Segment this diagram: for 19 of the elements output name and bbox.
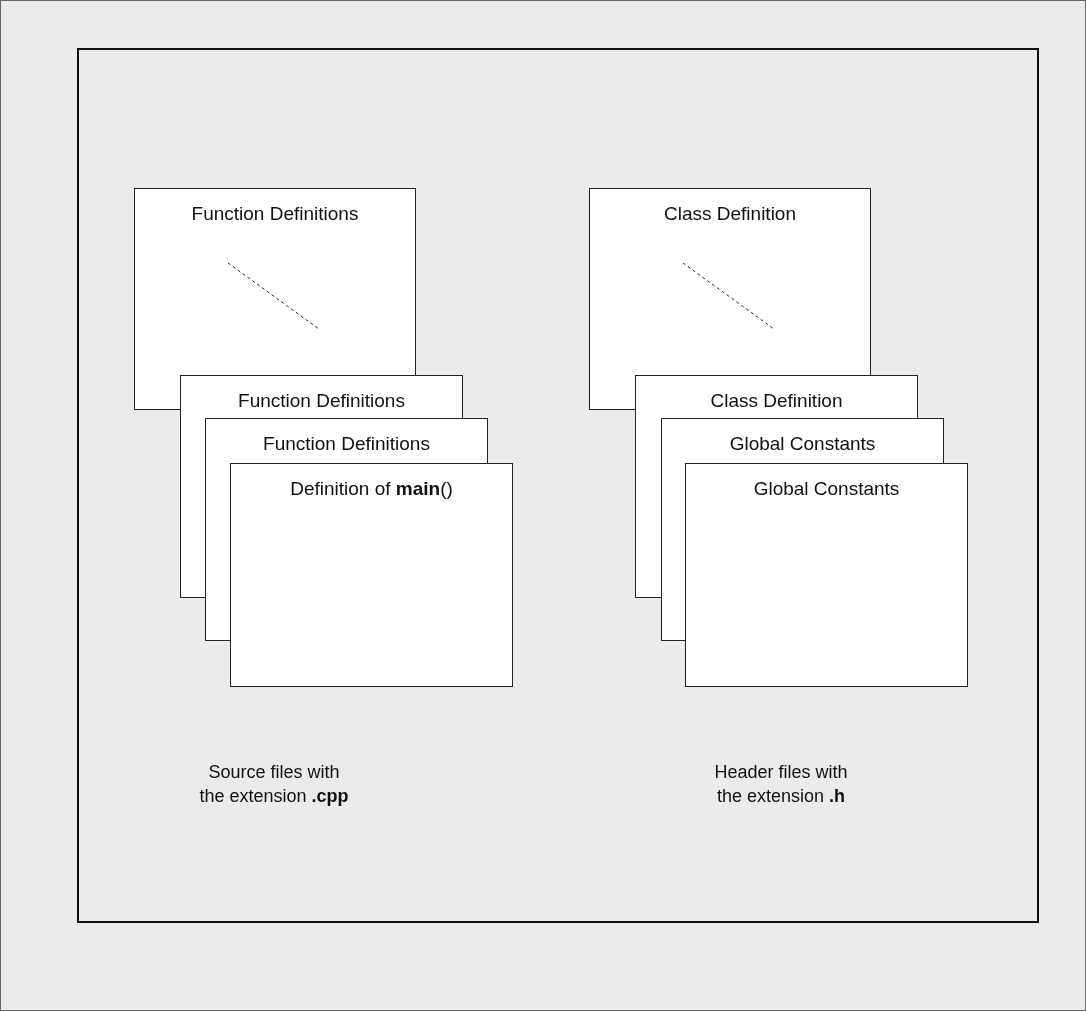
file-page xyxy=(661,418,944,463)
caption-text: Header files with the extension .h xyxy=(713,761,849,808)
frame-box xyxy=(77,48,1039,923)
page-title: Global Constants xyxy=(728,433,877,455)
page-title: Class Definition xyxy=(709,390,844,412)
caption-text: Source files with the extension .cpp xyxy=(198,761,350,808)
file-page xyxy=(230,463,513,687)
file-page xyxy=(685,463,968,687)
page-title: Function Definitions xyxy=(262,433,431,455)
file-page xyxy=(134,188,416,375)
page-title: Function Definitions xyxy=(190,203,360,225)
page-title: Global Constants xyxy=(752,478,901,500)
file-page xyxy=(589,188,871,375)
file-page xyxy=(635,375,918,418)
page-title: Class Definition xyxy=(663,203,797,225)
page-title: Definition of main() xyxy=(289,478,454,500)
file-page xyxy=(180,375,463,418)
page-title: Function Definitions xyxy=(237,390,406,412)
file-page xyxy=(205,418,488,463)
